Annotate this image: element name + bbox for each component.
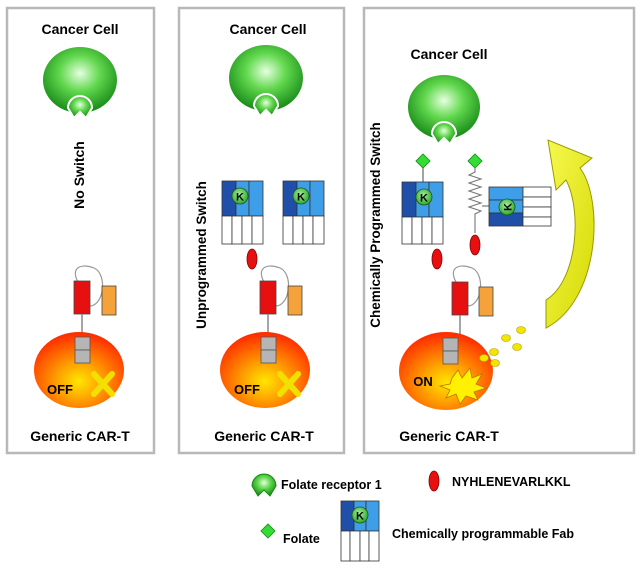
- activation-arrow-icon: [545, 139, 595, 329]
- switch-label: Unprogrammed Switch: [194, 181, 209, 329]
- car-orange-domain: [287, 285, 303, 316]
- panel-no-switch: Cancer Cell No Switch OFF Generic CAR-T: [5, 6, 156, 455]
- folate-receptor-icon: [430, 121, 458, 146]
- car-signal-domain: [74, 349, 91, 364]
- folate-receptor-icon: [252, 93, 280, 118]
- switch-label: Chemically Programmed Switch: [368, 122, 383, 328]
- legend-folate: Folate: [260, 523, 320, 546]
- cancer-cell: [408, 75, 480, 139]
- legend-label: Chemically programmable Fab: [392, 527, 574, 541]
- cancer-cell: [229, 45, 303, 111]
- state-label: ON: [413, 374, 433, 389]
- k-label: K: [503, 203, 515, 211]
- activation-burst-icon: [438, 367, 488, 405]
- legend-fab: K Chemically programmable Fab: [340, 500, 574, 562]
- legend-folate-receptor: Folate receptor 1: [251, 473, 382, 497]
- folate-receptor-icon: [66, 95, 94, 120]
- car-transmembrane: [74, 336, 91, 351]
- cytokine-dots: [479, 326, 526, 367]
- car-t-label: Generic CAR-T: [399, 428, 499, 444]
- cancer-cell-title: Cancer Cell: [229, 21, 306, 37]
- car-orange-domain: [478, 286, 494, 317]
- peptide-icon: [246, 248, 258, 270]
- car-transmembrane: [260, 336, 277, 351]
- state-label: OFF: [47, 382, 73, 397]
- car-red-domain: [451, 281, 469, 316]
- car-signal-domain: [260, 349, 277, 364]
- panel-chemically-programmed-switch: Cancer Cell Chemically Programmed Switch…: [362, 6, 636, 455]
- switch-label: No Switch: [71, 141, 87, 209]
- k-label: K: [356, 511, 364, 523]
- peptide-icon: [431, 248, 443, 270]
- car-red-domain: [259, 280, 277, 315]
- car-linker: [452, 265, 482, 307]
- car-t-label: Generic CAR-T: [214, 428, 314, 444]
- programmed-fab-horizontal: K: [488, 186, 552, 227]
- cancer-cell: [43, 47, 117, 113]
- x-mark-icon: [277, 371, 301, 397]
- peptide-icon: [428, 470, 440, 492]
- legend-label: Folate: [283, 532, 320, 546]
- car-red-domain: [73, 280, 91, 315]
- legend: Folate receptor 1 NYHLENEVARLKKL Folate …: [251, 470, 574, 562]
- unprogrammed-fab: K: [221, 180, 264, 245]
- k-label: K: [420, 193, 428, 205]
- legend-label: Folate receptor 1: [281, 478, 382, 492]
- folate-receptor-icon: [251, 473, 277, 497]
- cancer-cell-title: Cancer Cell: [41, 21, 118, 37]
- state-label: OFF: [234, 382, 260, 397]
- cancer-cell-title: Cancer Cell: [410, 46, 487, 62]
- unprogrammed-fab: K: [282, 180, 325, 245]
- k-label: K: [236, 192, 244, 204]
- car-linker: [74, 265, 104, 307]
- spring-linker: [467, 167, 483, 233]
- folate-icon: [260, 523, 276, 539]
- car-transmembrane: [442, 337, 459, 352]
- panel-unprogrammed-switch: Cancer Cell Unprogrammed Switch K K: [177, 6, 346, 455]
- car-linker: [260, 265, 290, 307]
- legend-peptide: NYHLENEVARLKKL: [428, 470, 571, 492]
- peptide-icon: [469, 234, 481, 256]
- k-label: K: [297, 192, 305, 204]
- car-orange-domain: [101, 285, 117, 316]
- car-t-label: Generic CAR-T: [30, 428, 130, 444]
- folate-icon: [467, 153, 483, 169]
- folate-icon: [415, 153, 431, 169]
- x-mark-icon: [91, 371, 115, 397]
- car-signal-domain: [442, 350, 459, 365]
- legend-label: NYHLENEVARLKKL: [452, 475, 571, 489]
- programmed-fab: K: [401, 181, 444, 245]
